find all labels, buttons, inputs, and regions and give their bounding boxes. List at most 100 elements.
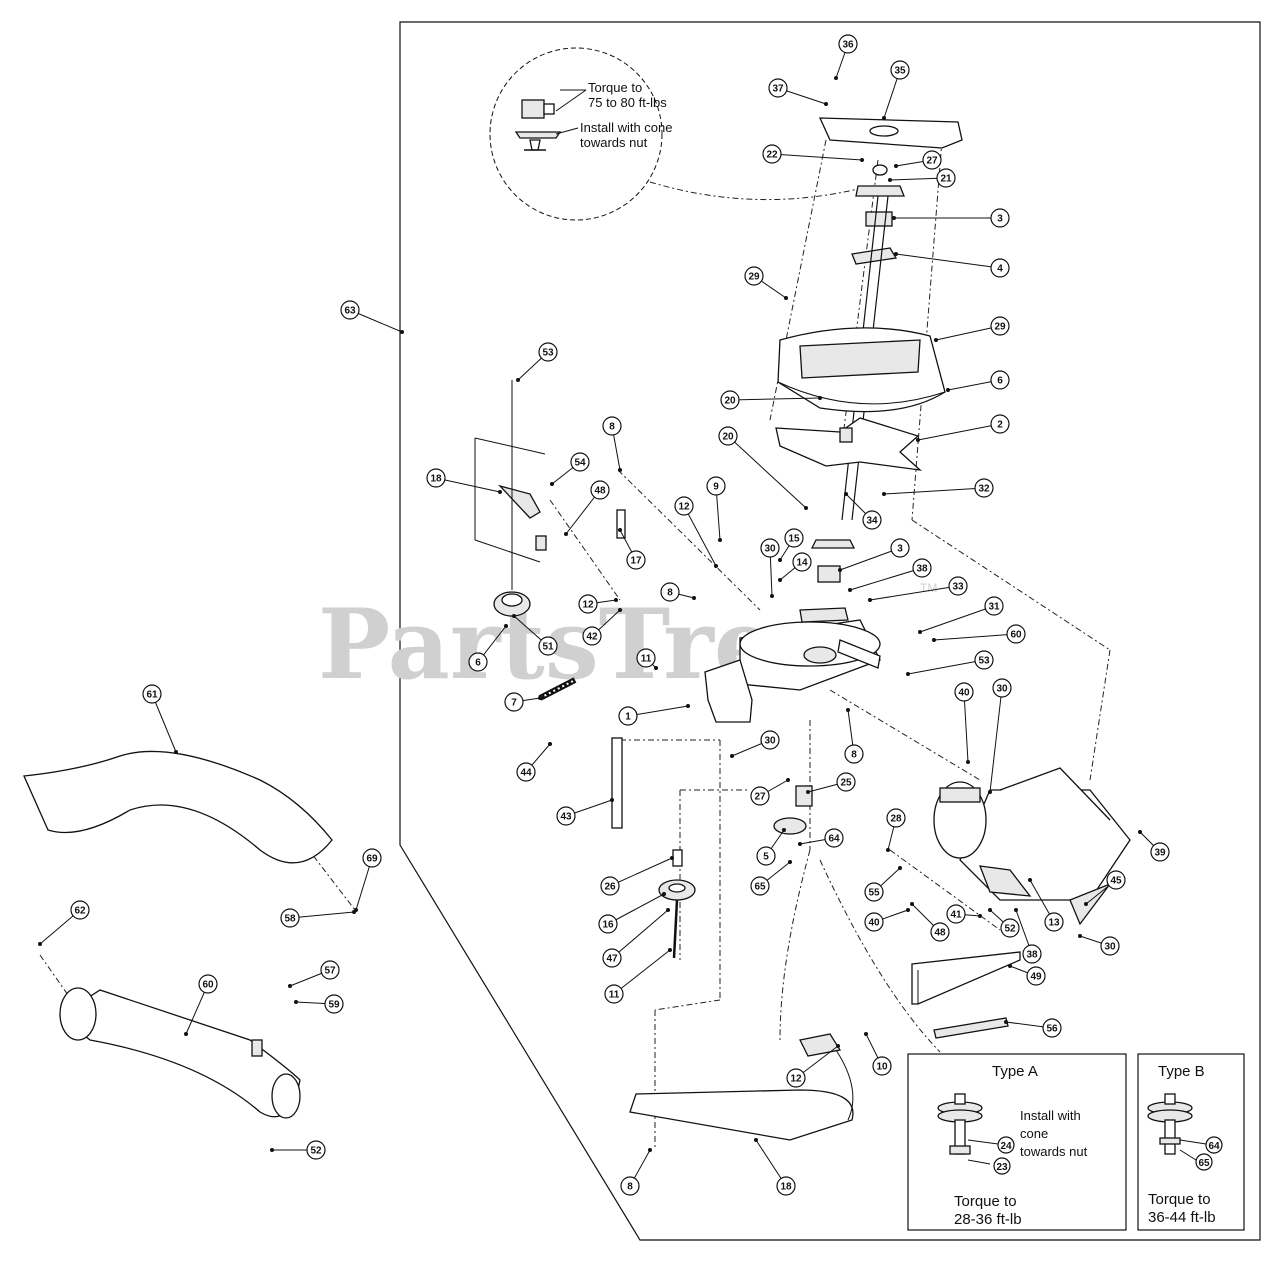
callout-arrowhead — [654, 666, 658, 670]
svg-text:Type A: Type A — [992, 1063, 1038, 1080]
callout-number: 31 — [988, 602, 1000, 613]
callout-40: 40 — [954, 682, 974, 764]
callout-number: 20 — [724, 396, 736, 407]
callout-number: 26 — [604, 882, 616, 893]
callout-number: 9 — [713, 482, 719, 493]
callout-bubble — [324, 994, 344, 1014]
callout-arrowhead — [892, 216, 896, 220]
callout-arrowhead — [868, 598, 872, 602]
callout-arrowhead — [504, 624, 508, 628]
callout-bubble — [602, 416, 622, 436]
callout-number: 32 — [978, 484, 990, 495]
callout-arrowhead — [294, 1000, 298, 1004]
callout-arrowhead — [932, 638, 936, 642]
callout-bubble — [948, 576, 968, 596]
callout-bubble — [984, 596, 1004, 616]
callout-bubble — [760, 730, 780, 750]
callout-arrowhead — [270, 1148, 274, 1152]
callout-arrowhead — [906, 908, 910, 912]
callout-51: 51 — [512, 614, 558, 656]
callout-number: 15 — [788, 534, 800, 545]
callout-arrowhead — [174, 750, 178, 754]
callout-number: 27 — [754, 792, 766, 803]
callout-arrowhead — [946, 388, 950, 392]
callout-number: 16 — [602, 920, 614, 931]
callout-28: 28 — [886, 808, 906, 852]
callout-bubble — [582, 626, 602, 646]
callout-arrowhead — [1014, 908, 1018, 912]
callout-number: 30 — [764, 736, 776, 747]
callout-21: 21 — [888, 168, 956, 188]
svg-text:TM: TM — [920, 581, 937, 595]
callout-bubble — [604, 984, 624, 1004]
callout-arrowhead — [1138, 830, 1142, 834]
callout-number: 13 — [1048, 918, 1060, 929]
callout-bubble — [862, 510, 882, 530]
callout-bubble — [556, 806, 576, 826]
callout-arrowhead — [1008, 964, 1012, 968]
callout-arrowhead — [888, 178, 892, 182]
callout-44: 44 — [516, 742, 552, 782]
callout-arrowhead — [516, 378, 520, 382]
callout-number: 4 — [997, 264, 1003, 275]
callout-bubble — [990, 370, 1010, 390]
callout-56: 56 — [1004, 1018, 1062, 1038]
callout-6: 6 — [468, 624, 508, 672]
callout-number: 69 — [366, 854, 378, 865]
callout-number: 29 — [748, 272, 760, 283]
callout-bubble — [1042, 1018, 1062, 1038]
callout-bubble — [750, 876, 770, 896]
svg-text:24: 24 — [1000, 1141, 1012, 1152]
callout-bubble — [70, 900, 90, 920]
callout-arrowhead — [670, 856, 674, 860]
callout-leader — [729, 397, 821, 401]
callout-arrowhead — [610, 798, 614, 802]
callout-arrowhead — [864, 1032, 868, 1036]
callout-leader — [919, 605, 995, 633]
callout-arrowhead — [498, 490, 502, 494]
callout-number: 10 — [876, 1062, 888, 1073]
callout-number: 7 — [511, 698, 517, 709]
callout-arrowhead — [548, 742, 552, 746]
callout-bubble — [936, 168, 956, 188]
callout-number: 54 — [574, 458, 586, 469]
callout-arrowhead — [512, 614, 516, 618]
callout-40: 40 — [864, 908, 910, 932]
callout-bubble — [974, 478, 994, 498]
callout-leader — [771, 153, 863, 161]
callout-18: 18 — [754, 1138, 796, 1196]
callout-number: 52 — [1004, 924, 1016, 935]
callout-58: 58 — [280, 908, 356, 928]
part-7-spring — [538, 677, 577, 701]
callout-number: 59 — [328, 1000, 340, 1011]
callout-arrowhead — [894, 252, 898, 256]
callout-13: 13 — [1028, 878, 1064, 932]
callout-bubble — [954, 682, 974, 702]
callout-61: 61 — [142, 684, 178, 754]
callout-number: 27 — [926, 156, 938, 167]
callout-number: 34 — [866, 516, 878, 527]
part-13-chute — [933, 767, 1131, 926]
callout-arrowhead — [778, 558, 782, 562]
callout-bubble — [786, 1068, 806, 1088]
callout-10: 10 — [864, 1032, 892, 1076]
callout-arrowhead — [770, 594, 774, 598]
callout-bubble — [844, 744, 864, 764]
svg-text:towards nut: towards nut — [580, 135, 648, 150]
callout-arrowhead — [882, 492, 886, 496]
callout-leader — [849, 567, 923, 591]
callout-number: 37 — [772, 84, 784, 95]
callout-number: 36 — [842, 40, 854, 51]
callout-number: 57 — [324, 966, 336, 977]
callout-arrowhead — [38, 942, 42, 946]
callout-number: 39 — [1154, 848, 1166, 859]
callout-3: 3 — [892, 208, 1010, 228]
part-5-flange — [773, 817, 807, 835]
callout-arrowhead — [686, 704, 690, 708]
callout-12: 12 — [674, 496, 718, 568]
callout-number: 6 — [997, 376, 1003, 387]
torque-detail-circle: Torque to 75 to 80 ft-lbs Install with c… — [489, 47, 871, 221]
callout-bubble — [922, 150, 942, 170]
callout-45: 45 — [1084, 870, 1126, 906]
